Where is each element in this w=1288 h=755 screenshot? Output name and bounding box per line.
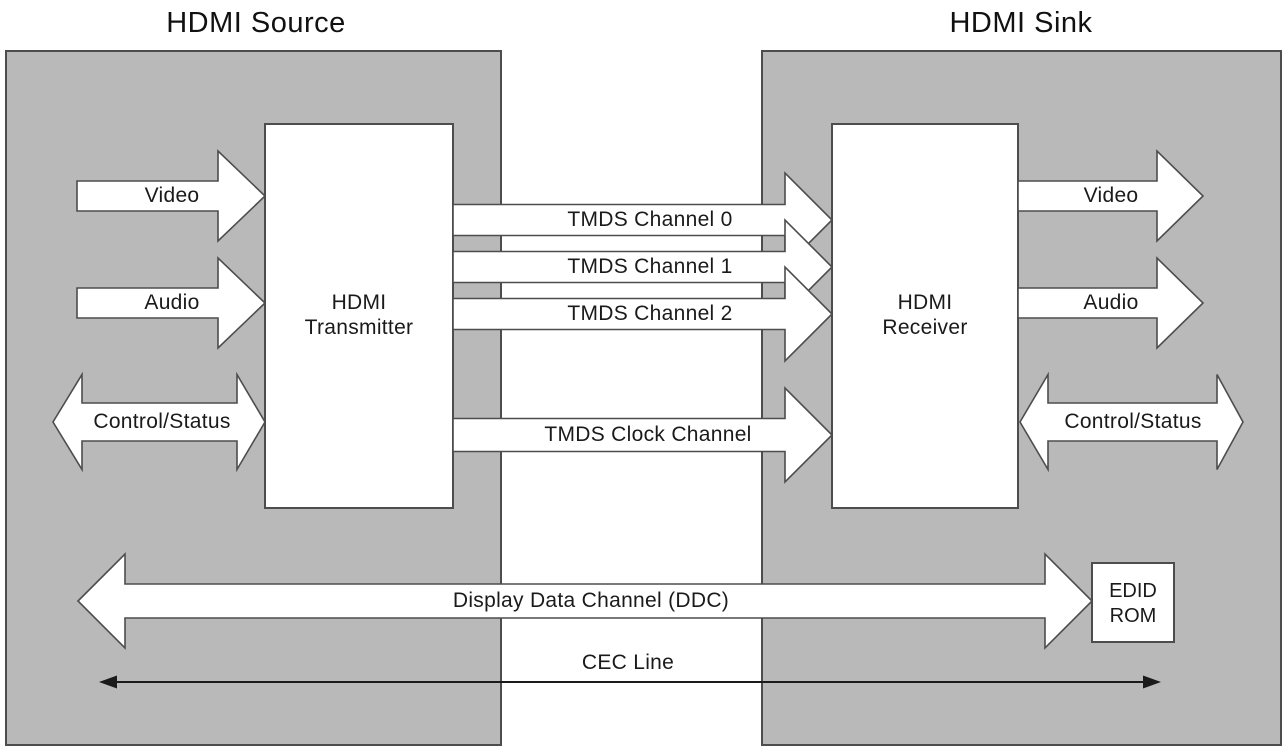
- audio-output-arrow: [1017, 256, 1205, 350]
- tmds-channel-0-label: TMDS Channel 0: [567, 208, 733, 231]
- receiver-label: HDMI Receiver: [832, 290, 1018, 340]
- control-status-source-label: Control/Status: [93, 410, 231, 433]
- tmds-channel-1-label: TMDS Channel 1: [567, 255, 733, 278]
- video-output-label: Video: [1083, 184, 1139, 207]
- edid-rom-label: EDID ROM: [1092, 579, 1174, 629]
- control-status-sink-arrow: [1019, 371, 1244, 473]
- video-input-label: Video: [144, 184, 200, 207]
- cec-left-arrowhead-icon: [99, 675, 117, 689]
- audio-input-label: Audio: [144, 291, 200, 314]
- edid-rom-label-line2: ROM: [1109, 605, 1157, 627]
- tmds-clock-channel-arrow: [452, 386, 834, 484]
- ddc-label: Display Data Channel (DDC): [452, 589, 730, 612]
- transmitter-label-line1: HDMI: [331, 291, 387, 314]
- receiver-label-line1: HDMI: [897, 291, 953, 314]
- sink-title: HDMI Sink: [949, 7, 1093, 39]
- edid-rom-box: [1091, 562, 1175, 643]
- control-status-source-arrow: [52, 371, 266, 473]
- tmds-channel-2-arrow: [452, 265, 834, 363]
- video-input-arrow: [76, 149, 267, 243]
- tmds-channel-2-label: TMDS Channel 2: [567, 302, 733, 325]
- control-status-sink-label: Control/Status: [1064, 410, 1202, 433]
- receiver-label-line2: Receiver: [882, 316, 968, 339]
- receiver-block: [831, 123, 1019, 509]
- transmitter-block: [264, 123, 454, 509]
- cec-line-label: CEC Line: [581, 651, 675, 674]
- edid-rom-label-line1: EDID: [1109, 580, 1157, 602]
- transmitter-label: HDMI Transmitter: [265, 290, 453, 340]
- cec-right-arrowhead-icon: [1143, 675, 1161, 689]
- source-title: HDMI Source: [166, 7, 346, 39]
- audio-input-arrow: [76, 256, 267, 350]
- transmitter-label-line2: Transmitter: [304, 316, 414, 339]
- audio-output-label: Audio: [1083, 291, 1139, 314]
- video-output-arrow: [1017, 149, 1205, 243]
- tmds-clock-channel-label: TMDS Clock Channel: [544, 423, 752, 446]
